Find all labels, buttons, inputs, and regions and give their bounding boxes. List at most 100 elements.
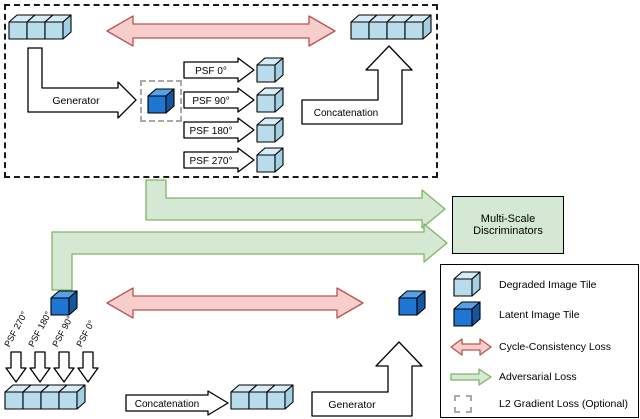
legend: Degraded Image Tile Latent Image Tile Cy… bbox=[440, 264, 639, 418]
cube bbox=[453, 301, 481, 327]
adversarial-arrow-bottom-shape bbox=[51, 223, 448, 291]
cube-face-side bbox=[274, 147, 284, 173]
psf-arrow-top-0: PSF 0° bbox=[183, 57, 255, 83]
legend-label-degraded: Degraded Image Tile bbox=[499, 279, 597, 291]
cube-face-side bbox=[274, 57, 284, 83]
psf-arrow-bottom-0 bbox=[5, 351, 27, 383]
latent-tile-bottom-right bbox=[398, 290, 426, 317]
psf-output-tile-3 bbox=[256, 147, 284, 174]
discriminators-line1: Multi-Scale bbox=[480, 213, 536, 225]
psf-arrow-bottom-2-shape bbox=[53, 351, 75, 383]
cube bbox=[147, 88, 175, 114]
cube bbox=[58, 384, 86, 410]
cube bbox=[256, 117, 284, 143]
cube-face-front bbox=[230, 391, 250, 410]
psf-label-bottom-2: PSF 90° bbox=[50, 314, 75, 349]
cube-face-front bbox=[50, 297, 70, 316]
cube-face-front bbox=[4, 391, 24, 410]
concatenation-arrow-top: Concatenation bbox=[301, 45, 413, 125]
psf-arrow-top-3-shape bbox=[183, 147, 255, 173]
psf-label-bottom-3: PSF 0° bbox=[74, 318, 97, 349]
cube-face-side bbox=[284, 384, 294, 410]
cube-face-side bbox=[416, 290, 426, 316]
adversarial-arrow-top bbox=[145, 179, 446, 229]
psf-output-tile-0 bbox=[256, 57, 284, 84]
discriminators-line2: Discriminators bbox=[473, 225, 543, 237]
psf-arrow-bottom-1-shape bbox=[29, 351, 51, 383]
cube-face-side bbox=[68, 290, 78, 316]
concatenation-label-top: Concatenation bbox=[314, 108, 379, 119]
generator-label-bottom: Generator bbox=[328, 399, 376, 411]
psf-arrow-bottom-3 bbox=[77, 351, 99, 383]
cube-face-front bbox=[386, 21, 406, 40]
cube bbox=[453, 271, 481, 297]
cube bbox=[404, 14, 432, 40]
cycle-consistency-arrow-top bbox=[106, 15, 336, 47]
psf-arrow-top-1-shape bbox=[183, 87, 255, 113]
concatenation-label-bottom: Concatenation bbox=[135, 399, 200, 410]
cube-face-side bbox=[422, 14, 432, 40]
cube-face-front bbox=[147, 95, 167, 114]
psf-label-top-3: PSF 270° bbox=[190, 156, 233, 167]
cube-face-front bbox=[350, 21, 370, 40]
psf-arrow-top-1: PSF 90° bbox=[183, 87, 255, 113]
cube-face-side bbox=[471, 271, 481, 297]
generator-arrow-top-shape bbox=[27, 47, 137, 119]
psf-output-tile-1 bbox=[256, 87, 284, 114]
cube bbox=[266, 384, 294, 410]
cycle-icon-shape bbox=[450, 338, 492, 356]
cube-face-front bbox=[256, 94, 276, 113]
psf-label-top-1: PSF 90° bbox=[192, 96, 229, 107]
concatenated-stack-bottom bbox=[230, 384, 294, 411]
psf-arrow-bottom-1 bbox=[29, 351, 51, 383]
generator-label-top: Generator bbox=[52, 95, 100, 107]
adversarial-arrow-icon bbox=[450, 368, 492, 386]
cube-face-side bbox=[62, 14, 72, 40]
cube-face-front bbox=[398, 297, 418, 316]
psf-arrow-top-3: PSF 270° bbox=[183, 147, 255, 173]
adversarial-arrow-top-shape bbox=[145, 179, 446, 229]
cube-face-front bbox=[404, 21, 424, 40]
l2-gradient-dashed-box-top bbox=[140, 80, 182, 122]
degraded-tile-stack-bottom-left bbox=[4, 384, 86, 411]
discriminators-box: Multi-Scale Discriminators bbox=[452, 196, 564, 254]
cube-face-front bbox=[453, 278, 473, 297]
cube bbox=[256, 147, 284, 173]
psf-arrow-top-2-shape bbox=[183, 117, 255, 143]
generator-arrow-bottom: Generator bbox=[311, 341, 423, 417]
degraded-tile-stack-top-left bbox=[8, 14, 72, 41]
psf-arrow-top-0-shape bbox=[183, 57, 255, 83]
psf-arrow-bottom-2 bbox=[53, 351, 75, 383]
cube-face-front bbox=[40, 391, 60, 410]
legend-label-latent: Latent Image Tile bbox=[499, 309, 580, 321]
latent-tile-bottom-left bbox=[50, 290, 78, 317]
cube-face-front bbox=[453, 308, 473, 327]
cube-face-front bbox=[8, 21, 28, 40]
cube bbox=[50, 290, 78, 316]
latent-tile-top bbox=[147, 88, 175, 115]
generator-arrow-top: Generator bbox=[27, 47, 137, 119]
cube bbox=[398, 290, 426, 316]
legend-label-cycle: Cycle-Consistency Loss bbox=[499, 341, 612, 353]
cube-face-front bbox=[44, 21, 64, 40]
concatenation-arrow-bottom-shape bbox=[125, 390, 229, 416]
adversarial-icon-shape bbox=[450, 368, 492, 386]
cube-face-front bbox=[266, 391, 286, 410]
cube-face-side bbox=[165, 88, 175, 114]
cube-face-front bbox=[256, 154, 276, 173]
legend-label-adversarial: Adversarial Loss bbox=[499, 371, 577, 383]
cube bbox=[256, 57, 284, 83]
cube-face-side bbox=[274, 117, 284, 143]
top-cycle-dashed-region bbox=[4, 4, 438, 178]
cube-face-front bbox=[26, 21, 46, 40]
cycle-consistency-arrow-bottom bbox=[106, 287, 364, 319]
cycle-consistency-arrow-bottom-shape bbox=[106, 287, 364, 319]
cycle-consistency-arrow-icon bbox=[450, 338, 492, 356]
cube-face-front bbox=[256, 124, 276, 143]
cube-face-side bbox=[76, 384, 86, 410]
dashed-box-icon bbox=[454, 395, 472, 413]
concatenation-arrow-bottom: Concatenation bbox=[125, 390, 229, 416]
cube-face-front bbox=[368, 21, 388, 40]
cycle-consistency-arrow-top-shape bbox=[106, 15, 336, 47]
